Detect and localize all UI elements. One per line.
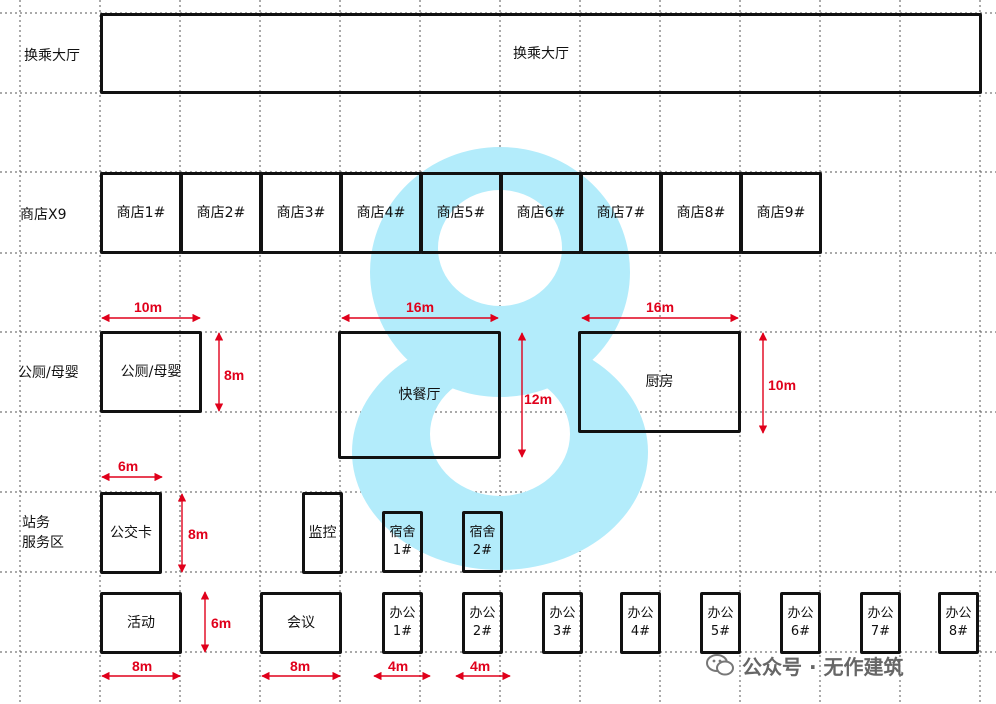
room-office: 办公 8# — [938, 592, 979, 654]
room-label: 商店6# — [516, 205, 566, 221]
room-office: 办公 1# — [382, 592, 423, 654]
room-label: 商店3# — [276, 205, 326, 221]
room-label: 办公 8# — [945, 606, 972, 639]
room-office: 办公 2# — [462, 592, 503, 654]
room-meeting: 会议 — [260, 592, 342, 654]
room-label: 商店1# — [116, 205, 166, 221]
room-label: 商店8# — [676, 205, 726, 221]
room-label: 办公 1# — [389, 606, 416, 639]
room-kitchen: 厨房 — [578, 331, 741, 433]
room-label: 公厕/母婴 — [120, 364, 182, 380]
room-label: 办公 2# — [469, 606, 496, 639]
room-fastfood: 快餐厅 — [338, 331, 501, 459]
watermark: 公众号 · 无作建筑 — [706, 650, 904, 680]
room-label: 监控 — [308, 525, 337, 541]
row-label-shops: 商店X9 — [20, 207, 67, 223]
room-monitor: 监控 — [302, 492, 343, 574]
dim-fastfood-width: 16m — [406, 299, 435, 315]
room-label: 办公 6# — [787, 606, 814, 639]
dim-office1-width: 4m — [388, 658, 409, 674]
room-label: 活动 — [127, 615, 155, 631]
room-buscard: 公交卡 — [100, 492, 162, 574]
wechat-icon — [706, 653, 734, 677]
room-label: 宿舍 2# — [469, 525, 496, 558]
dim-buscard-width: 6m — [118, 458, 139, 474]
room-label: 商店9# — [756, 205, 806, 221]
room-label: 办公 7# — [867, 606, 894, 639]
row-label-toilet: 公厕/母婴 — [18, 365, 79, 381]
dim-kitchen-height: 10m — [768, 377, 797, 393]
room-shop: 商店9# — [740, 172, 822, 254]
room-label: 商店7# — [596, 205, 646, 221]
dim-meeting-width: 8m — [290, 658, 311, 674]
room-label: 公交卡 — [110, 525, 152, 541]
dim-toilet-height: 8m — [224, 367, 245, 383]
room-label: 厨房 — [645, 374, 674, 390]
room-label: 会议 — [287, 615, 315, 631]
room-label: 商店5# — [436, 205, 486, 221]
room-toilet: 公厕/母婴 — [100, 331, 202, 413]
room-office: 办公 7# — [860, 592, 901, 654]
row-label-station: 站务 服务区 — [22, 515, 64, 551]
room-label: 办公 4# — [627, 606, 654, 639]
room-office: 办公 5# — [700, 592, 741, 654]
dim-activity-height: 6m — [211, 615, 232, 631]
room-office: 办公 6# — [780, 592, 821, 654]
room-label: 办公 5# — [707, 606, 734, 639]
row-label-hall: 换乘大厅 — [24, 48, 80, 64]
dim-fastfood-height: 12m — [524, 391, 553, 407]
room-label: 快餐厅 — [398, 387, 441, 403]
room-dorm: 宿舍 1# — [382, 511, 423, 573]
dim-office2-width: 4m — [470, 658, 491, 674]
room-label: 办公 3# — [549, 606, 576, 639]
dim-activity-width: 8m — [132, 658, 153, 674]
dim-toilet-width: 10m — [134, 299, 163, 315]
room-label: 商店2# — [196, 205, 246, 221]
room-label: 宿舍 1# — [389, 525, 416, 558]
room-activity: 活动 — [100, 592, 182, 654]
dim-buscard-height: 8m — [188, 526, 209, 542]
room-transfer-hall: 换乘大厅 — [100, 13, 982, 94]
room-label: 换乘大厅 — [513, 45, 569, 62]
room-office: 办公 3# — [542, 592, 583, 654]
room-office: 办公 4# — [620, 592, 661, 654]
room-dorm: 宿舍 2# — [462, 511, 503, 573]
room-label: 商店4# — [356, 205, 406, 221]
watermark-text: 公众号 · 无作建筑 — [742, 654, 904, 679]
dim-kitchen-width: 16m — [646, 299, 675, 315]
